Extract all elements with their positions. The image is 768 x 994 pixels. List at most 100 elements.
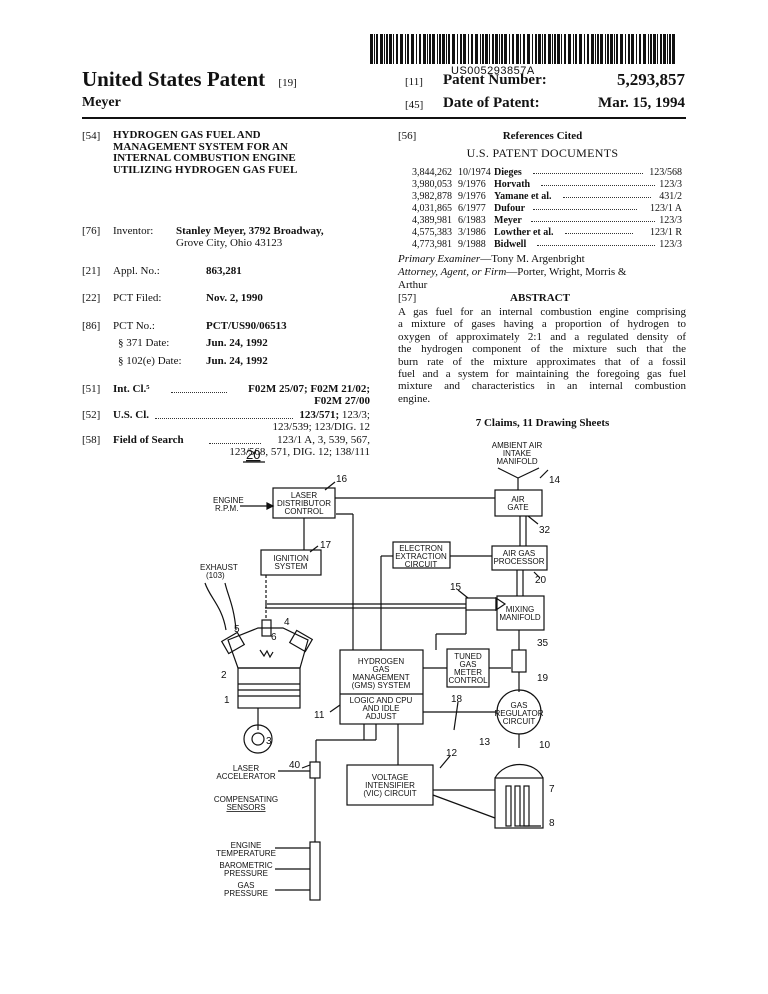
- patent-number-row: [11] Patent Number: 5,293,857: [405, 70, 685, 90]
- nozzle-tip: [495, 596, 507, 612]
- abstract-body: A gas fuel for an internal combustion en…: [398, 306, 686, 405]
- ref-3: 3: [266, 736, 272, 747]
- barcode-bar: [468, 34, 469, 64]
- barcode-bar: [587, 34, 589, 64]
- label-electron-extraction: EXTRACTION: [395, 552, 447, 561]
- label-mixing-manifold: MANIFOLD: [499, 613, 541, 622]
- ref-40: 40: [289, 760, 301, 771]
- reference-class: 123/1 A: [650, 203, 682, 214]
- inventor-line-1: Stanley Meyer, 3792 Broadway,: [176, 225, 324, 238]
- reference-name: Horvath: [494, 179, 531, 190]
- barcode-bar: [499, 34, 500, 64]
- barcode-bar: [535, 34, 537, 64]
- reference-number: 4,575,383: [412, 227, 452, 238]
- barcode-bar: [650, 34, 652, 64]
- reference-number: 4,031,865: [412, 203, 452, 214]
- reference-leader: [533, 200, 637, 210]
- reference-class: 123/3: [659, 239, 682, 250]
- primary-examiner-name: —Tony M. Argenbright: [480, 253, 585, 265]
- abstract-line: a mixture of gases having a proportion o…: [398, 318, 686, 331]
- figure-labels: 20 AMBIENT AIR INTAKE MANIFOLD 14 16 ENG…: [200, 441, 561, 898]
- reference-name: Dieges: [494, 167, 522, 178]
- barcode-bar: [554, 34, 556, 64]
- barcode-bar: [423, 34, 426, 64]
- barcode-bar: [512, 34, 514, 64]
- inventor-label: Inventor:: [113, 225, 154, 237]
- inventor-code: [76]: [82, 225, 101, 237]
- leader-11: [329, 704, 341, 713]
- title-code: [19]: [278, 77, 297, 89]
- barcode-bar: [544, 34, 546, 64]
- intake-manifold-line: [497, 467, 540, 479]
- intcl-code: [51]: [82, 383, 101, 395]
- barcode-bar: [405, 34, 406, 64]
- reference-leader: [541, 176, 655, 186]
- leader-15: [457, 589, 469, 599]
- title-text: United States Patent: [82, 67, 266, 91]
- refs-code: [56]: [398, 130, 417, 142]
- cell-electrode-2: [514, 785, 521, 827]
- reference-date: 10/1974: [458, 167, 491, 178]
- appl-code: [21]: [82, 265, 101, 277]
- barcode-bar: [523, 34, 525, 64]
- label-air-gate: GATE: [507, 503, 528, 512]
- abstract-line: burn rate of the mixture approximates th…: [398, 355, 686, 368]
- uscl-value-2: 123/539; 123/DIG. 12: [272, 421, 370, 433]
- leader-14: [539, 469, 549, 479]
- reference-class: 123/3: [659, 179, 682, 190]
- barcode-bar: [442, 34, 445, 64]
- reference-name: Bidwell: [494, 239, 527, 250]
- patent-date-label: Date of Patent:: [443, 95, 540, 111]
- header-divider: [82, 117, 686, 119]
- ref-32: 32: [539, 525, 551, 536]
- ref-10: 10: [539, 740, 551, 751]
- patent-number-code: [11]: [405, 76, 423, 88]
- label-laser-distributor: CONTROL: [284, 507, 324, 516]
- valve-right: [288, 629, 314, 653]
- barcode-number: US005293857A: [451, 65, 535, 77]
- barcode-bar: [527, 34, 530, 64]
- intcl-leader: [171, 383, 227, 393]
- ref-1: 1: [224, 695, 230, 706]
- attorney: Attorney, Agent, or Firm—Porter, Wright,…: [398, 266, 688, 279]
- ref-14: 14: [549, 475, 561, 486]
- leader-32: [527, 515, 539, 525]
- reference-class: 123/568: [649, 167, 682, 178]
- barcode-bar: [648, 34, 649, 64]
- ref-8: 8: [549, 818, 555, 829]
- reference-class: 123/1 R: [650, 227, 682, 238]
- barcode-bar: [485, 34, 488, 64]
- barcode-bar: [564, 34, 566, 64]
- barcode-bar: [437, 34, 438, 64]
- invention-title-line: HYDROGEN GAS FUEL AND: [113, 129, 261, 141]
- crankshaft-hub: [251, 732, 265, 746]
- barcode-bar: [376, 34, 378, 64]
- ref-35: 35: [537, 638, 549, 649]
- field-value-2: 123/568, 571, DIG. 12; 138/111: [229, 446, 370, 458]
- patent-number-value: 5,293,857: [617, 70, 685, 89]
- uscl-value-primary: 123/571;: [299, 409, 340, 421]
- uscl-label: U.S. Cl.: [113, 409, 150, 421]
- engine-head: [227, 627, 309, 669]
- barcode-bar: [631, 34, 634, 64]
- barcode-bar: [504, 34, 507, 64]
- electron-extraction-box: [392, 541, 451, 569]
- barcode-bar: [446, 34, 447, 64]
- label-gms: GAS: [373, 665, 390, 674]
- barcode-bar: [374, 34, 375, 64]
- label-compensating: COMPENSATING: [214, 795, 278, 804]
- attorney-name: —Porter, Wright, Morris &: [506, 265, 627, 278]
- vic-to-cell-2: [432, 794, 496, 819]
- exhaust-pipe-2: [224, 582, 237, 631]
- label-gms-logic: ADJUST: [365, 712, 396, 721]
- reference-date: 3/1986: [458, 227, 486, 238]
- barcode-bar: [416, 34, 417, 64]
- reference-name: Yamane et al.: [494, 191, 552, 202]
- label-vic: VOLTAGE: [372, 773, 409, 782]
- barcode-bar: [625, 34, 626, 64]
- invention-title-line: UTILIZING HYDROGEN GAS FUEL: [113, 163, 298, 176]
- reference-number: 3,844,262: [412, 167, 452, 178]
- barcode-bar: [460, 34, 462, 64]
- inventor-name: Stanley Meyer, 3792 Broadway,: [176, 225, 324, 237]
- barcode-graphic: [370, 34, 675, 64]
